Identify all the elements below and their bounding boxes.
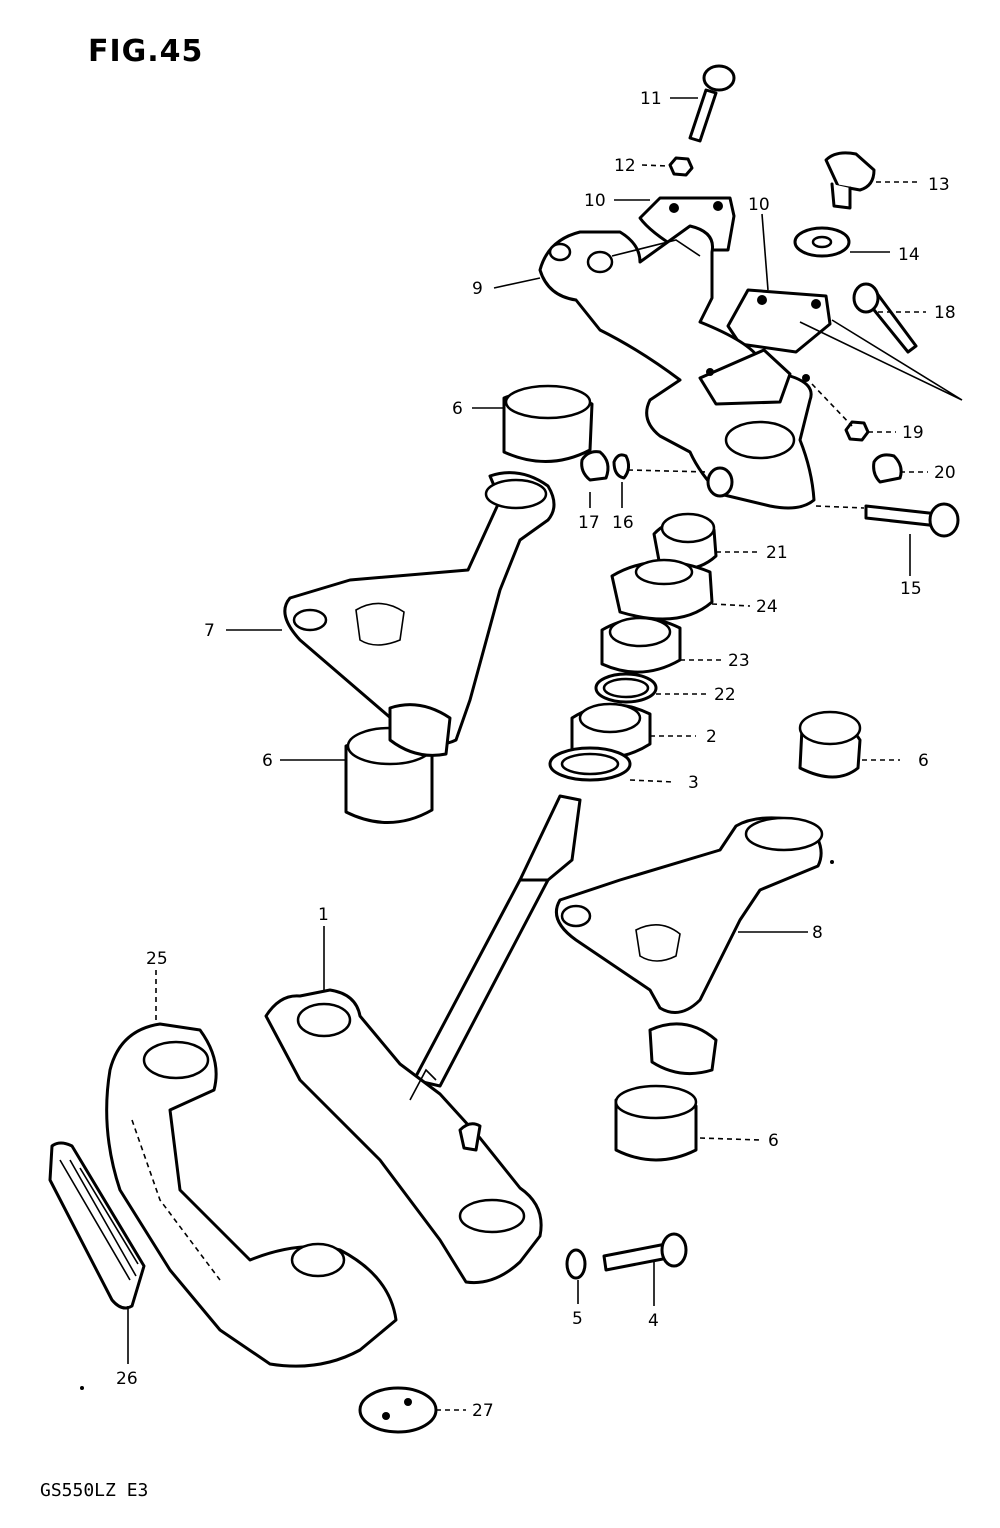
part-23-bearing-race — [600, 616, 682, 674]
part-24-cover — [610, 558, 714, 621]
callout-label: 17 — [578, 513, 600, 533]
callout-label: 24 — [756, 597, 778, 617]
part-16-washer — [612, 453, 631, 480]
callout-label: 9 — [472, 279, 483, 299]
callout-label: 26 — [116, 1369, 138, 1389]
part-14-washer — [793, 226, 851, 258]
callout-label: 20 — [934, 463, 956, 483]
part-5-washer — [565, 1248, 587, 1280]
part-6-grommet-right — [798, 710, 862, 779]
part-7-left-bracket — [283, 471, 556, 757]
part-22-ring — [594, 672, 658, 704]
part-2-bearing — [570, 702, 652, 760]
callout-label: 10 — [584, 191, 606, 211]
part-8-right-bracket — [555, 816, 824, 1076]
callout-label: 23 — [728, 651, 750, 671]
callout-label: 6 — [768, 1131, 779, 1151]
callout-label: 18 — [934, 303, 956, 323]
callout-label: 8 — [812, 923, 823, 943]
part-1-steering-stem — [264, 794, 582, 1285]
part-25-lower-cover — [105, 1022, 398, 1368]
callout-label: 6 — [452, 399, 463, 419]
callout-label: 21 — [766, 543, 788, 563]
part-4-bolt — [602, 1232, 688, 1272]
part-11-bolt — [688, 64, 736, 143]
part-20-cap-nut — [872, 453, 903, 484]
part-10-holder-cap-right — [726, 288, 832, 354]
part-9-upper-bracket — [538, 224, 816, 510]
callout-label: 6 — [262, 751, 273, 771]
callout-label: 19 — [902, 423, 924, 443]
part-15-bolt — [864, 502, 960, 538]
figure-title: FIG.45 — [88, 34, 204, 69]
callout-label: 11 — [640, 89, 662, 109]
model-code: GS550LZ E3 — [40, 1480, 149, 1501]
callout-label: 12 — [614, 156, 636, 176]
part-6-grommet-top — [502, 384, 594, 463]
part-27-cap — [358, 1386, 438, 1434]
part-17-cap-nut — [580, 450, 610, 482]
callout-label: 13 — [928, 175, 950, 195]
callout-label: 22 — [714, 685, 736, 705]
callout-label: 1 — [318, 905, 329, 925]
callout-label: 2 — [706, 727, 717, 747]
part-3-seal — [548, 746, 632, 782]
callout-label: 15 — [900, 579, 922, 599]
callout-label: 3 — [688, 773, 699, 793]
part-26-reflector — [48, 1141, 146, 1310]
callout-label: 5 — [572, 1309, 583, 1329]
part-18-bolt — [852, 282, 918, 354]
part-6-grommet-bottom — [614, 1084, 698, 1162]
part-12-nut — [668, 156, 694, 177]
callout-label: 27 — [472, 1401, 494, 1421]
part-19-nut — [844, 420, 870, 442]
part-13-bolt — [824, 151, 876, 210]
part-21-stem-nut — [652, 512, 718, 571]
callout-label: 6 — [918, 751, 929, 771]
callout-label: 25 — [146, 949, 168, 969]
callout-label: 7 — [204, 621, 215, 641]
callout-label: 16 — [612, 513, 634, 533]
callout-label: 14 — [898, 245, 920, 265]
callout-label: 10 — [748, 195, 770, 215]
callout-label: 4 — [648, 1311, 659, 1331]
